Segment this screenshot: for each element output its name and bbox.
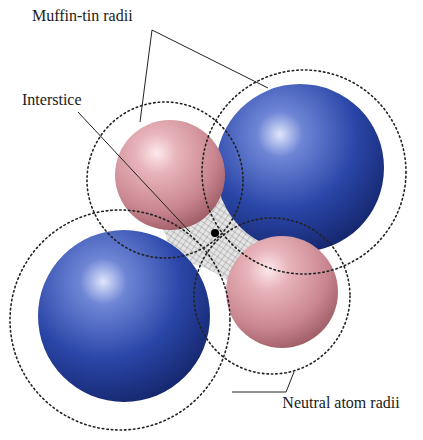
leader-line <box>78 112 190 232</box>
leader-line <box>232 392 286 393</box>
callout-label: Muffin-tin radii <box>32 6 133 25</box>
neutral-atom-circle <box>194 218 350 374</box>
neutral-atom-circle <box>202 70 406 274</box>
callout-label: Interstice <box>22 90 82 109</box>
leader-line <box>286 372 294 392</box>
leader-line <box>140 30 152 122</box>
atom-sphere <box>216 84 384 252</box>
neutral-atom-circle <box>87 102 243 258</box>
leader-line <box>152 30 268 88</box>
center-dot <box>211 229 219 237</box>
callout-label: Neutral atom radii <box>282 393 400 412</box>
